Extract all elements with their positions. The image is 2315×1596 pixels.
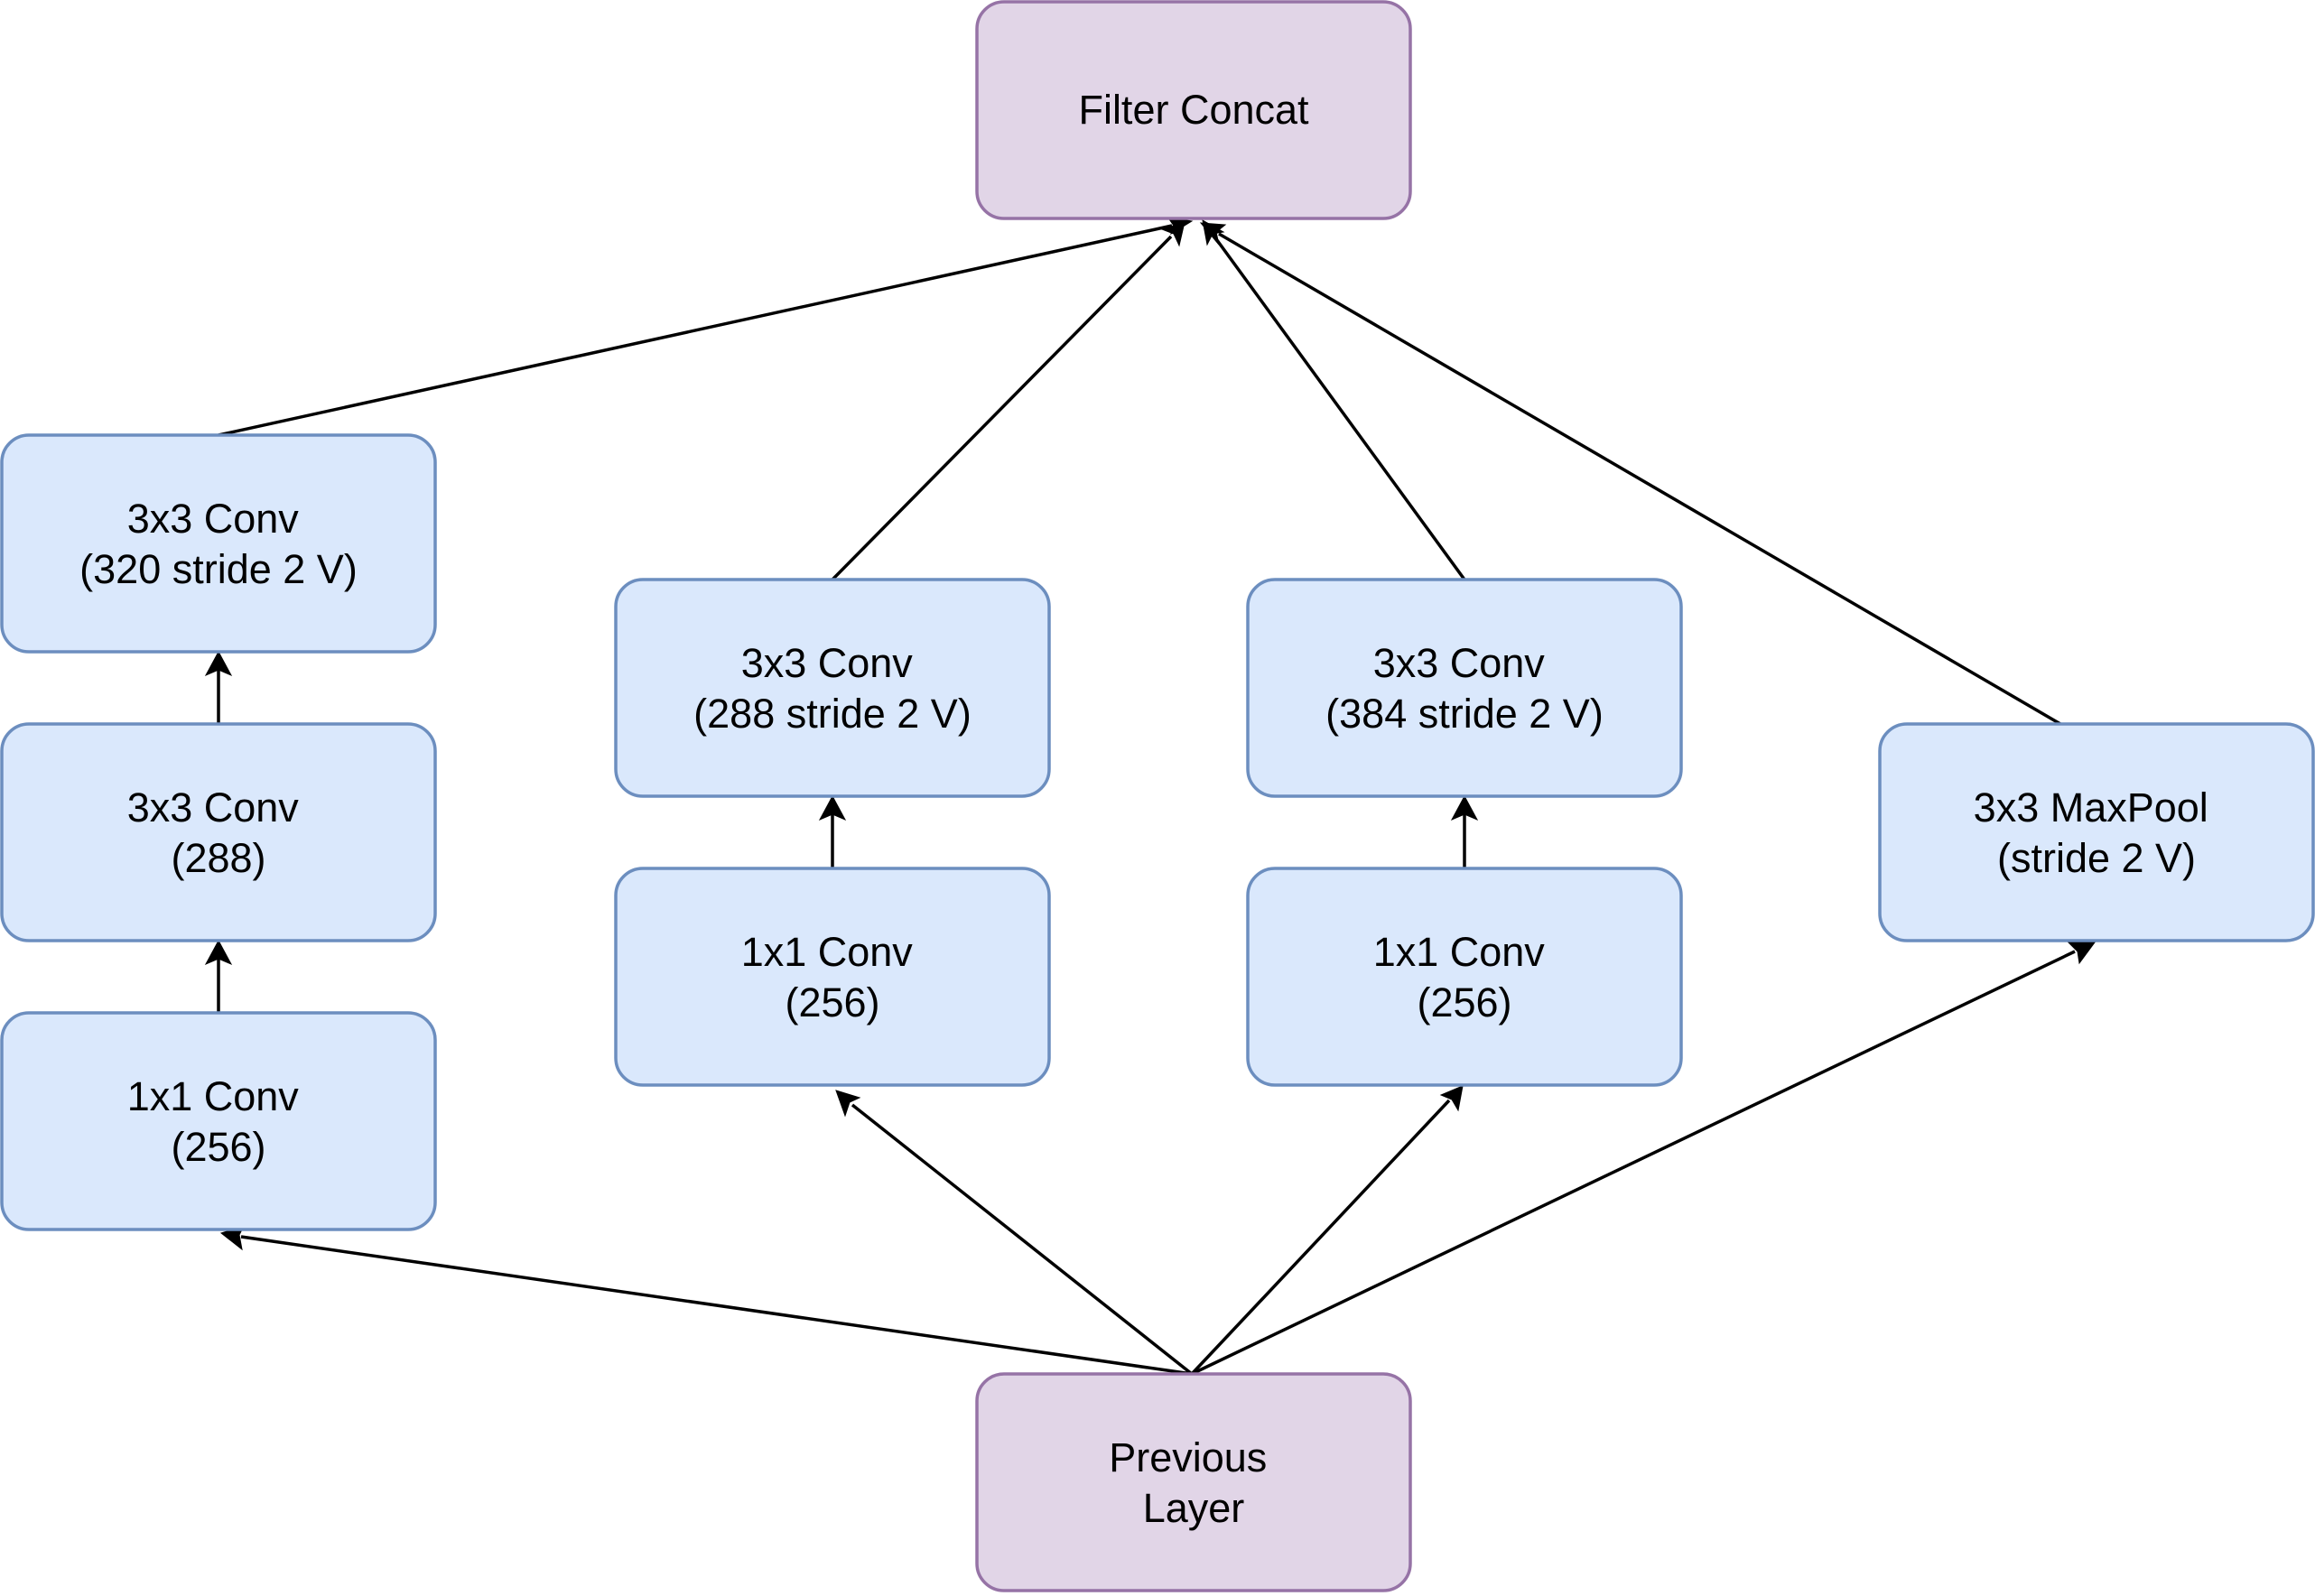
svg-text:3x3 Conv (320 stride 2: 3x3 Conv (320 stride 2 V) — [79, 496, 358, 592]
b2-conv3x3-label-line1: 3x3 Conv — [741, 640, 914, 686]
arrowhead-icon — [1160, 221, 1185, 247]
b2-conv1x1-label-line1: 1x1 Conv — [741, 929, 914, 975]
b3-conv1x1-node: 1x1 Conv (256) — [1246, 867, 1683, 1087]
svg-text:3x3 Conv (288): 3x3 Conv (288) — [127, 784, 311, 881]
svg-text:Filter Concat: Filter Concat — [1078, 87, 1309, 133]
previous-layer-label-line1: Previous — [1109, 1434, 1267, 1480]
b3-conv1x1-label-line1: 1x1 Conv — [1373, 929, 1546, 975]
svg-text:1x1 Conv (256): 1x1 Conv (256) — [1373, 929, 1557, 1025]
svg-text:Previous Layer: Previous Layer — [1109, 1434, 1278, 1531]
b2-conv1x1-label-line2: (256) — [785, 979, 879, 1025]
b4-maxpool-label-line1: 3x3 MaxPool — [1974, 784, 2208, 830]
b4-maxpool-node: 3x3 MaxPool (stride 2 V) — [1878, 722, 2315, 942]
b3-conv1x1-label-line2: (256) — [1417, 979, 1511, 1025]
edge-b1-conv1x1-to-conv3x3a — [204, 939, 233, 1013]
b1-conv3x3-label-line1: 3x3 Conv — [127, 784, 300, 830]
arrowhead-icon — [818, 794, 847, 821]
b1-conv3x3-stride-node: 3x3 Conv (320 stride 2 V) — [0, 433, 437, 654]
b1-conv3x3-label-line2: (288) — [171, 835, 265, 881]
svg-text:3x3 Conv (288 stride 2: 3x3 Conv (288 stride 2 V) — [693, 640, 972, 737]
edge-prev-to-b2-conv1x1 — [835, 1090, 1194, 1376]
edge-b2-to-concat — [831, 221, 1185, 581]
arrowhead-icon — [1450, 794, 1479, 821]
b3-conv3x3-label-line1: 3x3 Conv — [1373, 640, 1546, 686]
edge-b1-conv3x3a-to-conv3x3b — [204, 650, 233, 724]
edge-b1-to-concat — [218, 216, 1194, 437]
svg-text:1x1 Conv (256): 1x1 Conv (256) — [741, 929, 925, 1025]
b2-conv3x3-label-line2: (288 stride 2 V) — [693, 691, 972, 737]
arrowhead-icon — [1199, 222, 1227, 246]
b1-conv1x1-label-line1: 1x1 Conv — [127, 1073, 300, 1119]
edges — [204, 216, 2096, 1376]
svg-text:1x1 Conv (256): 1x1 Conv (256) — [127, 1073, 311, 1170]
previous-layer-node: Previous Layer — [975, 1372, 1412, 1592]
previous-layer-label-line2: Layer — [1143, 1485, 1245, 1531]
edge-b3-conv1x1-to-conv3x3 — [1450, 794, 1479, 868]
b4-maxpool-label-line2: (stride 2 V) — [1997, 835, 2196, 881]
b3-conv3x3-label-line2: (384 stride 2 V) — [1325, 691, 1604, 737]
arrowhead-icon — [204, 650, 233, 677]
b1-conv1x1-node: 1x1 Conv (256) — [0, 1011, 437, 1231]
edge-b2-conv1x1-to-conv3x3 — [818, 794, 847, 868]
arrowhead-icon — [204, 939, 233, 966]
edge-b3-to-concat — [1202, 219, 1466, 581]
edge-prev-to-b1-conv1x1 — [219, 1225, 1193, 1376]
svg-text:3x3 Conv (384 stride 2: 3x3 Conv (384 stride 2 V) — [1325, 640, 1604, 737]
svg-text:3x3 MaxPool (stride 2: 3x3 MaxPool (stride 2 V) — [1974, 784, 2220, 881]
edge-b4-to-concat — [1199, 222, 2061, 726]
b1-conv3x3-stride-label-line2: (320 stride 2 V) — [79, 546, 358, 592]
b2-conv1x1-node: 1x1 Conv (256) — [614, 867, 1051, 1087]
arrowhead-icon — [835, 1090, 861, 1118]
b1-conv1x1-label-line2: (256) — [171, 1124, 265, 1170]
b3-conv3x3-stride-node: 3x3 Conv (384 stride 2 V) — [1246, 578, 1683, 798]
b2-conv3x3-stride-node: 3x3 Conv (288 stride 2 V) — [614, 578, 1051, 798]
arrowhead-icon — [1439, 1085, 1464, 1112]
b1-conv3x3-stride-label-line1: 3x3 Conv — [127, 496, 300, 542]
edge-prev-to-b3-conv1x1 — [1190, 1085, 1464, 1376]
b1-conv3x3-node: 3x3 Conv (288) — [0, 722, 437, 942]
filter-concat-node: Filter Concat — [975, 0, 1412, 220]
filter-concat-label: Filter Concat — [1078, 87, 1309, 133]
